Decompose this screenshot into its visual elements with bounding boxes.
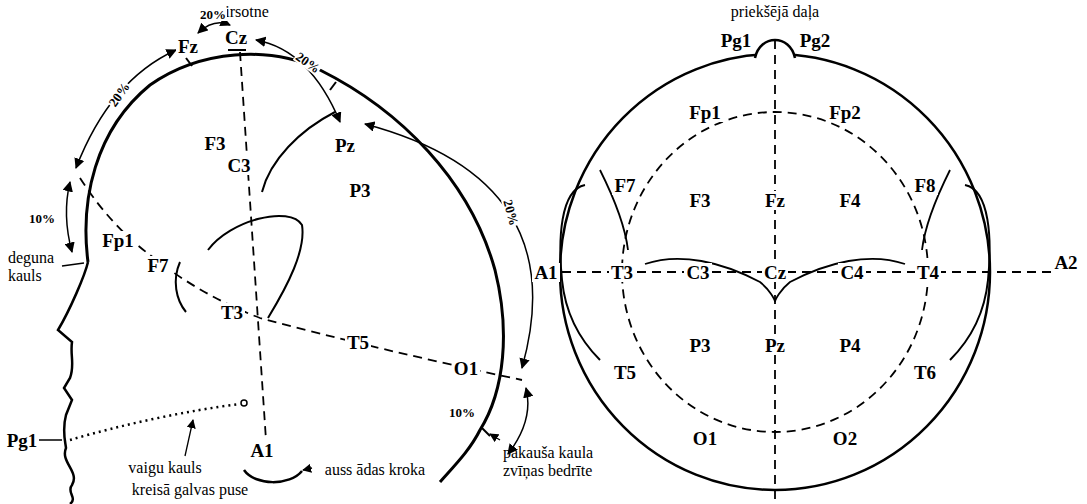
leader-line [62, 263, 84, 266]
measure-arrow [508, 388, 528, 454]
electrode-label: P4 [837, 336, 862, 355]
electrode-label: F4 [837, 191, 862, 210]
percent-label: 10% [28, 212, 56, 225]
percent-label: 20% [106, 79, 133, 109]
dashed-line [80, 178, 522, 380]
anatomy-label: deguna kauls [8, 249, 64, 284]
electrode-label: T6 [912, 363, 938, 382]
head-outline [86, 54, 503, 482]
electrode-label: C3 [225, 156, 252, 175]
electrode-label: T3 [609, 263, 635, 282]
electrode-label: C3 [684, 263, 711, 282]
ear-outline [560, 185, 600, 360]
electrode-label: P3 [687, 336, 712, 355]
electrode-label: Fp1 [100, 231, 136, 250]
sulcus-line [775, 259, 905, 302]
measure-arrow [365, 124, 533, 368]
anatomy-label: auss ādas kroka [325, 462, 425, 478]
anatomy-label: vaigu kauls [128, 460, 201, 476]
face-profile [58, 262, 88, 504]
tick-mark [228, 49, 246, 51]
electrode-label: Cz [762, 263, 788, 282]
electrode-label: F8 [912, 176, 937, 195]
anatomy-label: priekšējā daļa [731, 4, 819, 20]
ear-outline [950, 185, 990, 360]
electrode-label: P3 [347, 181, 372, 200]
percent-label: 10% [448, 406, 476, 419]
tick-mark [186, 58, 192, 66]
electrode-label: F7 [612, 176, 637, 195]
electrode-label: A1 [248, 441, 275, 460]
electrode-label: Pg1 [719, 31, 754, 50]
measure-arrow [76, 50, 176, 168]
electrode-label: Pg2 [798, 31, 833, 50]
electrode-label: Pz [763, 336, 787, 355]
electrode-label: Fp1 [687, 103, 723, 122]
electrode-label: Cz [223, 28, 249, 47]
cheek-bone-end [241, 400, 247, 406]
measure-arrow [256, 40, 340, 122]
electrode-label: C4 [838, 263, 865, 282]
sulcus-line [645, 259, 775, 302]
leader-line [185, 420, 193, 456]
tick-mark [482, 428, 490, 436]
electrode-label: T5 [612, 363, 638, 382]
electrode-label: F3 [687, 191, 712, 210]
sulcus-line [262, 112, 335, 192]
electrode-label: O1 [452, 359, 480, 378]
ear-fold [244, 470, 302, 482]
electrode-label: O1 [691, 429, 719, 448]
dashed-line [562, 271, 1052, 273]
electrode-label: Fp2 [827, 103, 863, 122]
electrode-label: F7 [145, 256, 170, 275]
electrode-label: Pz [333, 136, 357, 155]
electrode-label: Fz [763, 191, 787, 210]
leader-line [303, 468, 312, 470]
leader-line [490, 434, 500, 440]
electrode-label: F3 [202, 134, 227, 153]
percent-label: 20% [293, 49, 323, 76]
tick-mark [330, 82, 336, 90]
anatomy-label: pakauša kaula zvīņas bedrīte [503, 444, 609, 479]
electrode-label: A1 [532, 263, 559, 282]
electrode-label: T3 [219, 303, 245, 322]
leader-line [38, 439, 62, 441]
electrode-label: Fz [176, 37, 200, 56]
contour-line [176, 262, 186, 312]
percent-label: 20% [199, 8, 227, 21]
measure-arrow [66, 182, 72, 252]
dashed-line [240, 52, 266, 440]
anatomy-label: kreisā galvas puse [132, 482, 248, 498]
electrode-label: T4 [915, 263, 941, 282]
percent-label: 20% [501, 197, 521, 227]
electrode-label: O2 [831, 429, 859, 448]
electrode-label: T5 [345, 333, 371, 352]
electrode-label: Pg1 [5, 431, 40, 450]
cheek-bone-line [70, 404, 240, 440]
electrode-label: A2 [1052, 253, 1079, 272]
